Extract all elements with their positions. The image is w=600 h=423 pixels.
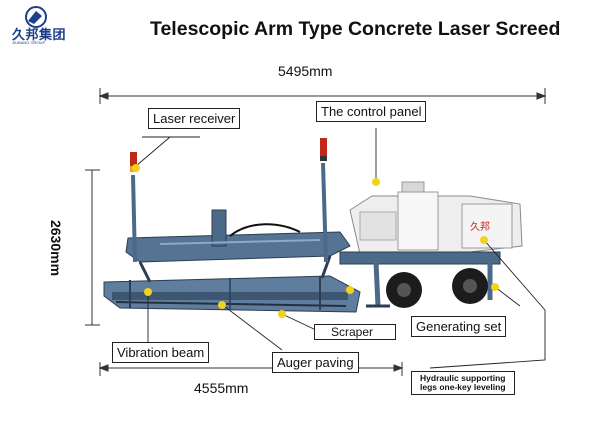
telescopic-arm xyxy=(125,209,351,283)
wheel-rear xyxy=(452,268,488,304)
callout-hydraulic-line2: legs one-key leveling xyxy=(420,382,506,392)
logo-name: 久邦集团 xyxy=(12,27,67,42)
callout-scraper: Scraper xyxy=(314,324,397,340)
callout-auger-paving: Auger paving xyxy=(272,352,359,373)
machine-body: 久邦 xyxy=(349,181,523,255)
company-logo xyxy=(14,6,84,50)
callout-laser-receiver: Laser receiver xyxy=(148,108,241,129)
brand-mark: 久邦 xyxy=(470,220,490,233)
callout-hydraulic-legs: Hydraulic supporting legs one-key leveli… xyxy=(411,371,515,395)
page-title: Telescopic Arm Type Concrete Laser Scree… xyxy=(150,18,561,40)
mast-right xyxy=(320,138,328,263)
screed-head xyxy=(103,275,361,313)
callout-markers xyxy=(132,164,499,318)
logo-subtitle: JIUBANG GROUP xyxy=(12,40,46,45)
laser-screed-machine: 久邦 xyxy=(103,138,523,313)
callout-hydraulic-line1: Hydraulic supporting xyxy=(420,373,506,383)
dimension-line-overall xyxy=(98,88,547,104)
logo-mark-icon xyxy=(25,6,47,28)
dimension-line-height xyxy=(85,169,100,326)
dimension-base-length: 4555mm xyxy=(194,380,249,396)
callout-control-panel: The control panel xyxy=(316,101,427,122)
dimension-height: 2630mm xyxy=(48,219,64,277)
wheel-front xyxy=(386,272,422,308)
callout-generating-set: Generating set xyxy=(411,316,507,337)
chassis xyxy=(339,251,501,308)
callout-vibration-beam: Vibration beam xyxy=(112,342,210,363)
dimension-overall-length: 5495mm xyxy=(278,63,333,79)
leader-lines xyxy=(135,128,546,369)
